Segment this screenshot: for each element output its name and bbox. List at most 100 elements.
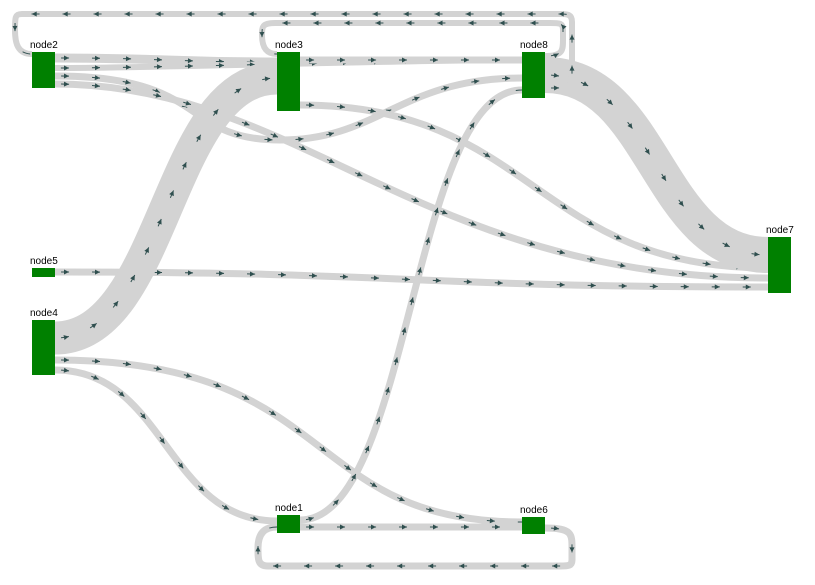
arrowhead-icon: [94, 358, 100, 364]
arrowhead-icon: [125, 79, 131, 85]
arrowhead-icon: [255, 546, 261, 552]
arrowhead-icon: [495, 524, 500, 530]
arrowhead-icon: [582, 81, 589, 86]
arrowhead-icon: [489, 99, 495, 105]
arrowhead-icon: [345, 465, 351, 471]
arrowhead-icon: [530, 20, 536, 26]
arrowhead-icon: [621, 283, 627, 289]
arrowhead-icon: [356, 171, 363, 177]
arrowhead-icon: [366, 563, 372, 569]
arrowhead-icon: [443, 178, 449, 184]
arrowhead-icon: [333, 499, 339, 506]
arrowhead-icon: [433, 524, 438, 530]
arrowhead-icon: [328, 158, 335, 164]
arrowhead-icon: [473, 79, 480, 85]
arrowhead-icon: [340, 57, 345, 63]
arrowhead-icon: [178, 462, 184, 469]
link-node8-to-node2[interactable]: [11, 11, 575, 91]
arrowhead-icon: [375, 20, 381, 26]
arrowhead-icon: [159, 438, 165, 444]
link-node1-to-node6[interactable]: [300, 523, 522, 531]
node-rect[interactable]: [32, 268, 55, 277]
arrowhead-icon: [504, 75, 511, 81]
node-label: node2: [30, 40, 58, 51]
arrowhead-icon: [63, 65, 69, 71]
arrowhead-icon: [402, 524, 407, 530]
arrowhead-icon: [155, 92, 162, 98]
link-node1-to-node8[interactable]: [299, 86, 523, 524]
node-node5[interactable]: node5: [30, 256, 58, 277]
arrowhead-icon: [310, 11, 316, 17]
link-node6-to-node1[interactable]: [254, 523, 576, 570]
node-node8[interactable]: node8: [520, 40, 548, 98]
link-node5-to-node7[interactable]: [54, 268, 769, 291]
arrowhead-icon: [62, 11, 68, 17]
arrowhead-icon: [94, 55, 100, 61]
link-node2-to-node3[interactable]: [54, 53, 278, 67]
arrowhead-icon: [489, 518, 495, 524]
arrowhead-icon: [370, 108, 376, 114]
arrowhead-icon: [295, 427, 302, 433]
node-node1[interactable]: node1: [275, 503, 303, 533]
node-rect[interactable]: [32, 320, 55, 375]
arrowhead-icon: [63, 81, 69, 87]
link-node4-to-node3[interactable]: [53, 61, 279, 355]
arrowhead-icon: [588, 220, 594, 226]
node-node3[interactable]: node3: [275, 40, 303, 111]
link-node4-to-node1[interactable]: [54, 366, 278, 525]
node-label: node3: [275, 40, 303, 51]
arrowhead-icon: [187, 270, 193, 276]
node-node7[interactable]: node7: [766, 225, 794, 293]
arrowhead-icon: [620, 262, 626, 268]
arrowhead-icon: [155, 11, 161, 17]
arrowhead-icon: [311, 273, 317, 279]
link-node8-to-node7[interactable]: [543, 57, 770, 273]
arrowhead-icon: [118, 391, 125, 397]
node-node2[interactable]: node2: [30, 40, 58, 88]
arrowhead-icon: [569, 547, 575, 553]
node-node6[interactable]: node6: [520, 505, 548, 534]
arrowhead-icon: [499, 20, 505, 26]
arrowhead-icon: [393, 357, 399, 363]
node-rect[interactable]: [522, 52, 545, 98]
node-rect[interactable]: [768, 237, 791, 293]
link-band: [53, 61, 279, 355]
node-rect[interactable]: [277, 515, 300, 533]
arrowhead-icon: [304, 563, 310, 569]
link-arrows: [54, 83, 769, 279]
arrowhead-icon: [590, 282, 596, 288]
node-node4[interactable]: node4: [30, 308, 58, 375]
link-node3-to-node8[interactable]: [300, 56, 522, 64]
arrowhead-icon: [484, 152, 491, 158]
arrowhead-icon: [470, 221, 477, 226]
arrowhead-icon: [235, 88, 242, 94]
arrowhead-icon: [113, 301, 119, 307]
link-arrows: [54, 359, 523, 523]
link-band: [54, 53, 278, 67]
arrowhead-icon: [63, 55, 69, 61]
node-rect[interactable]: [522, 517, 545, 534]
arrowhead-icon: [561, 204, 568, 210]
arrowhead-icon: [615, 234, 622, 240]
node-rect[interactable]: [32, 52, 55, 88]
arrowhead-icon: [428, 507, 434, 513]
arrowhead-icon: [344, 20, 350, 26]
arrowhead-icon: [243, 120, 250, 126]
arrowhead-icon: [644, 246, 651, 252]
node-rect[interactable]: [277, 52, 300, 111]
arrowhead-icon: [413, 96, 420, 102]
link-node4-to-node6[interactable]: [54, 356, 523, 526]
arrowhead-icon: [195, 134, 201, 141]
arrowhead-icon: [372, 11, 378, 17]
node-label: node8: [520, 40, 548, 51]
arrowhead-icon: [458, 514, 465, 520]
arrowhead-icon: [63, 357, 69, 363]
arrowhead-icon: [187, 63, 193, 69]
arrowhead-icon: [94, 83, 100, 89]
link-band: [299, 101, 769, 272]
arrowhead-icon: [496, 11, 502, 17]
arrowhead-icon: [433, 57, 438, 63]
link-band: [54, 356, 523, 526]
link-node8-to-node3[interactable]: [258, 20, 567, 59]
link-node3-to-node7[interactable]: [299, 101, 769, 272]
